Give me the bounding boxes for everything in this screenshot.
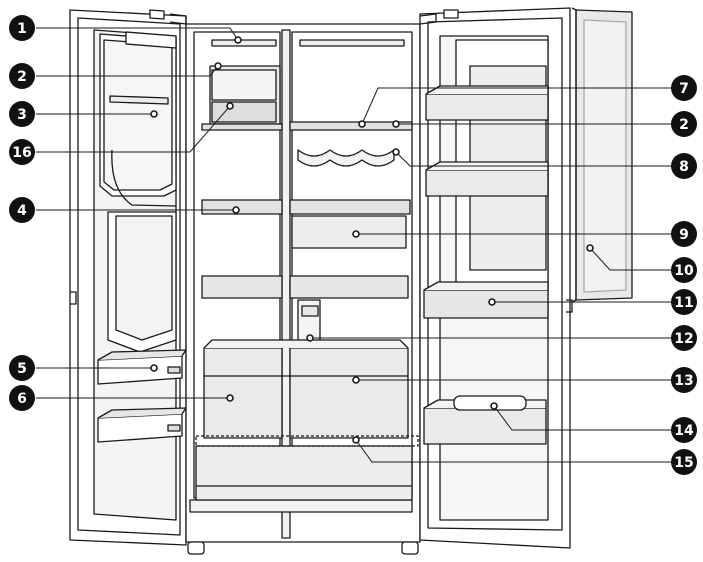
svg-text:5: 5 [17, 361, 27, 377]
svg-text:1: 1 [17, 21, 27, 37]
callout-5: 5 [9, 355, 35, 381]
callout-7: 7 [671, 75, 697, 101]
callout-2-right: 2 [671, 111, 697, 137]
left-door-bin-upper [98, 350, 186, 384]
svg-text:6: 6 [17, 391, 27, 407]
crisper-drawers [204, 340, 408, 438]
right-door-bin-14 [424, 396, 546, 444]
deli-drawer [292, 216, 406, 248]
left-door [70, 10, 186, 545]
svg-text:3: 3 [17, 107, 27, 123]
svg-text:11: 11 [674, 295, 693, 311]
callout-9: 9 [671, 221, 697, 247]
callout-16: 16 [9, 139, 35, 165]
right-door-bin-2 [426, 162, 548, 196]
left-door-bin-lower [98, 408, 186, 442]
callout-1: 1 [9, 15, 35, 41]
callout-13: 13 [671, 367, 697, 393]
callout-14: 14 [671, 417, 697, 443]
freezer-ice-bin [210, 66, 280, 124]
lower-shelf [202, 276, 408, 298]
callout-12: 12 [671, 325, 697, 351]
callout-2-left: 2 [9, 63, 35, 89]
callout-8: 8 [671, 153, 697, 179]
callout-6: 6 [9, 385, 35, 411]
callout-11: 11 [671, 289, 697, 315]
callout-10: 10 [671, 257, 697, 283]
right-door-bin-11 [424, 282, 548, 318]
svg-text:14: 14 [674, 423, 694, 439]
svg-text:7: 7 [679, 81, 689, 97]
callout-4: 4 [9, 197, 35, 223]
right-door-bin-1 [426, 86, 548, 120]
svg-text:13: 13 [674, 373, 693, 389]
bottom-drawer [196, 436, 418, 500]
svg-text:8: 8 [679, 159, 689, 175]
svg-text:15: 15 [674, 455, 693, 471]
callout-3: 3 [9, 101, 35, 127]
glass-door-panel [572, 8, 632, 302]
svg-text:10: 10 [674, 263, 694, 279]
svg-text:9: 9 [679, 227, 689, 243]
svg-text:4: 4 [17, 203, 27, 219]
svg-text:16: 16 [12, 145, 31, 161]
callout-15: 15 [671, 449, 697, 475]
svg-text:2: 2 [679, 117, 689, 133]
svg-text:2: 2 [17, 69, 27, 85]
svg-text:12: 12 [674, 331, 693, 347]
